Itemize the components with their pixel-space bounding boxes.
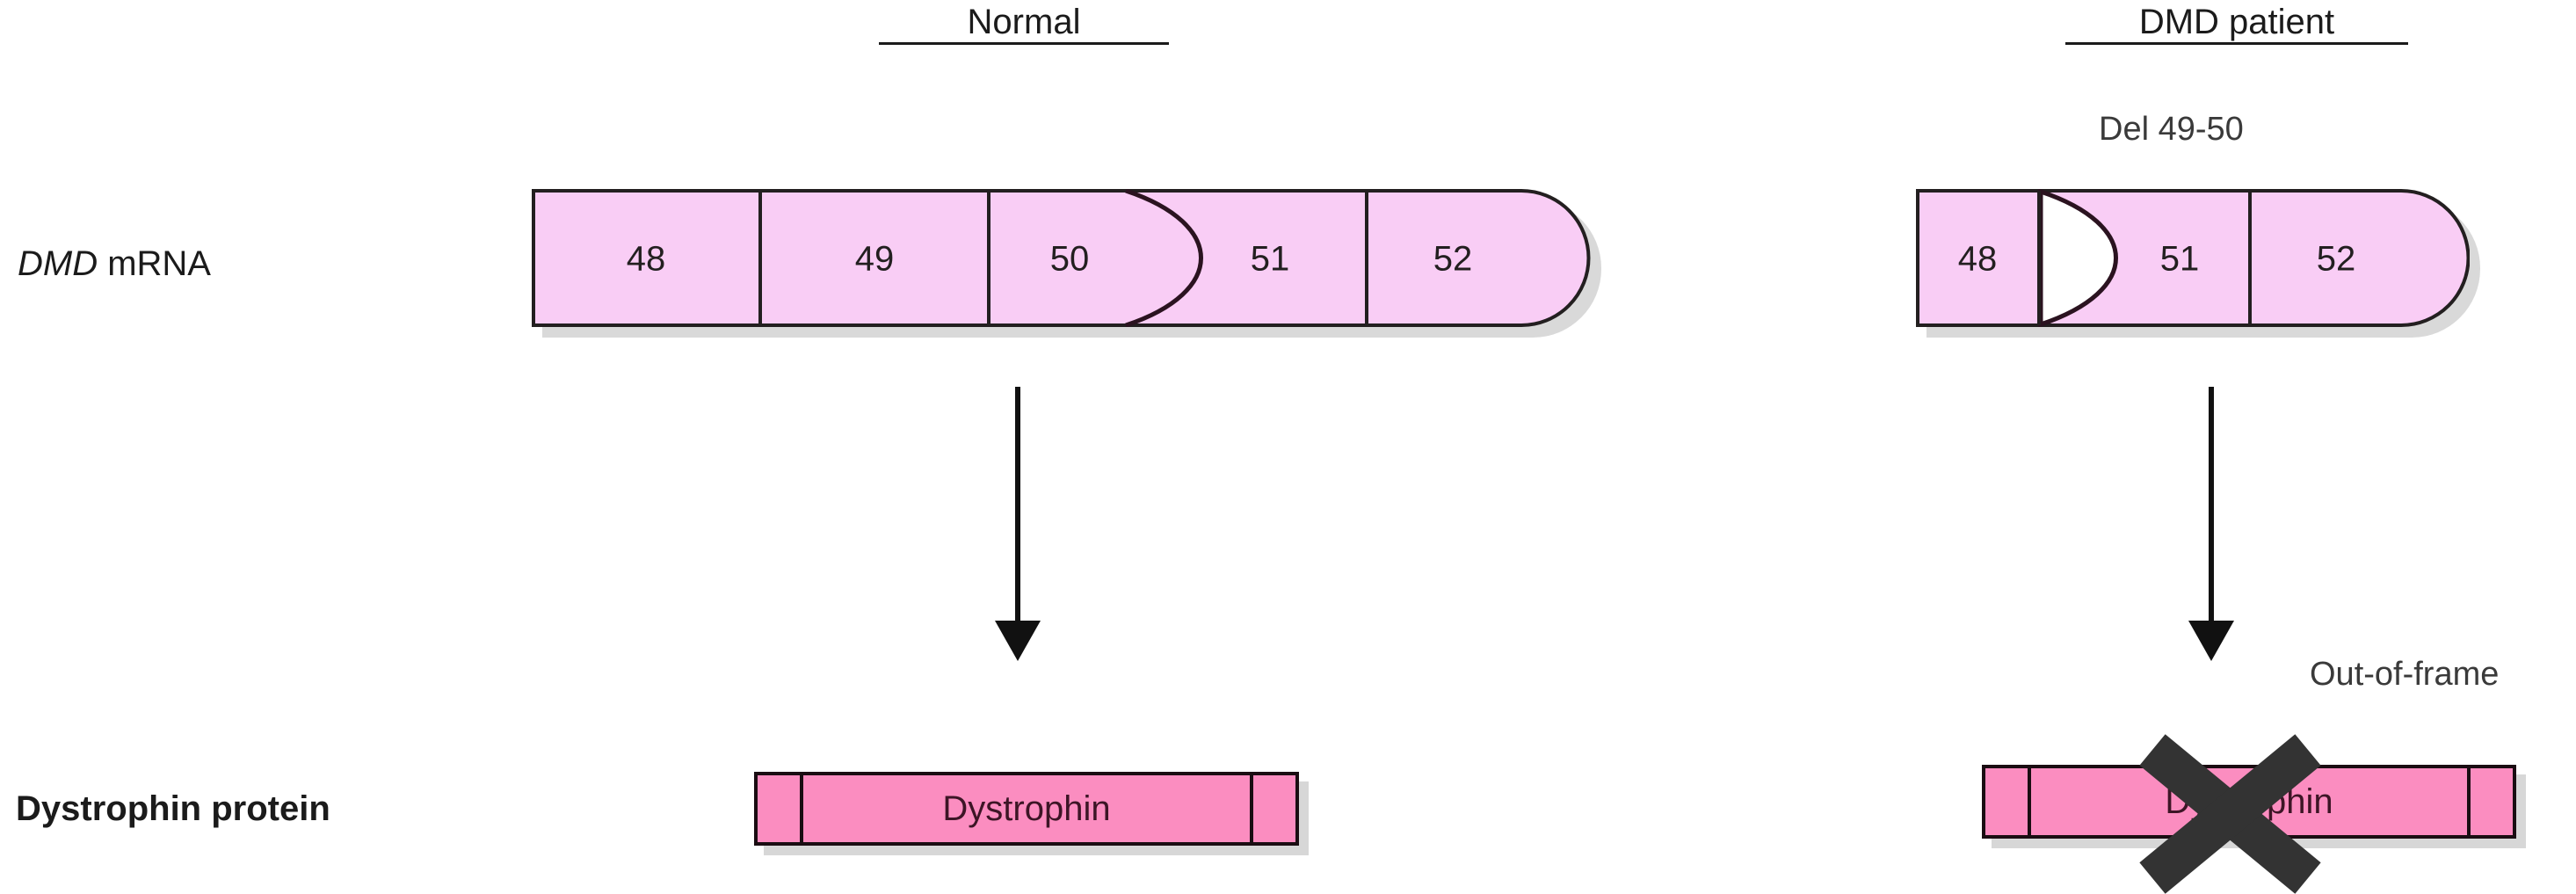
exon-number: 51 bbox=[1251, 240, 1290, 279]
frame-status-label: Out-of-frame bbox=[2310, 656, 2500, 693]
protein-segment-n-terminus bbox=[758, 775, 803, 842]
protein-bar-normal: Dystrophin bbox=[754, 772, 1309, 855]
row-label-mrna-suffix: mRNA bbox=[98, 244, 211, 283]
column-title-dmd-patient: DMD patient bbox=[2065, 4, 2408, 45]
exon-divider-50-51-curved bbox=[1125, 189, 1203, 327]
exon-number: 48 bbox=[627, 240, 666, 279]
protein-segment-central-rod: Dystrophin bbox=[2031, 768, 2467, 835]
exon-number: 52 bbox=[2317, 240, 2356, 279]
protein-segment-central-rod: Dystrophin bbox=[803, 775, 1250, 842]
mrna-svg-dmd: 48 51 52 bbox=[1916, 189, 2470, 327]
arrow-down-dmd bbox=[2188, 387, 2234, 661]
deletion-label: Del 49-50 bbox=[2099, 111, 2244, 148]
protein-box-normal: Dystrophin bbox=[754, 772, 1299, 846]
mrna-transcript-normal: 48 49 50 51 52 bbox=[532, 189, 1601, 338]
exon-number: 52 bbox=[1433, 240, 1473, 279]
row-label-protein: Dystrophin protein bbox=[16, 789, 330, 828]
row-label-mrna-gene: DMD bbox=[18, 244, 98, 283]
row-label-mrna: DMD mRNA bbox=[18, 246, 211, 281]
exon-number: 48 bbox=[1958, 240, 1998, 279]
exon-number: 51 bbox=[2160, 240, 2200, 279]
exon-number: 50 bbox=[1050, 240, 1090, 279]
mrna-transcript-dmd: 48 51 52 bbox=[1916, 189, 2480, 338]
deleted-exon-region bbox=[2038, 189, 2118, 327]
protein-box-dmd: Dystrophin bbox=[1982, 765, 2516, 839]
column-title-normal: Normal bbox=[879, 4, 1169, 45]
protein-label-normal: Dystrophin bbox=[942, 789, 1111, 828]
exon-number: 49 bbox=[855, 240, 895, 279]
arrow-head bbox=[995, 621, 1041, 661]
arrow-down-normal bbox=[995, 387, 1041, 661]
protein-label-dmd: Dystrophin bbox=[2165, 782, 2333, 821]
arrow-head bbox=[2188, 621, 2234, 661]
mrna-body-normal bbox=[532, 189, 1591, 327]
protein-bar-dmd: Dystrophin bbox=[1982, 765, 2526, 848]
mrna-svg-normal: 48 49 50 51 52 bbox=[532, 189, 1591, 327]
protein-segment-c-terminus bbox=[2467, 768, 2513, 835]
protein-segment-c-terminus bbox=[1250, 775, 1295, 842]
protein-segment-n-terminus bbox=[1985, 768, 2031, 835]
